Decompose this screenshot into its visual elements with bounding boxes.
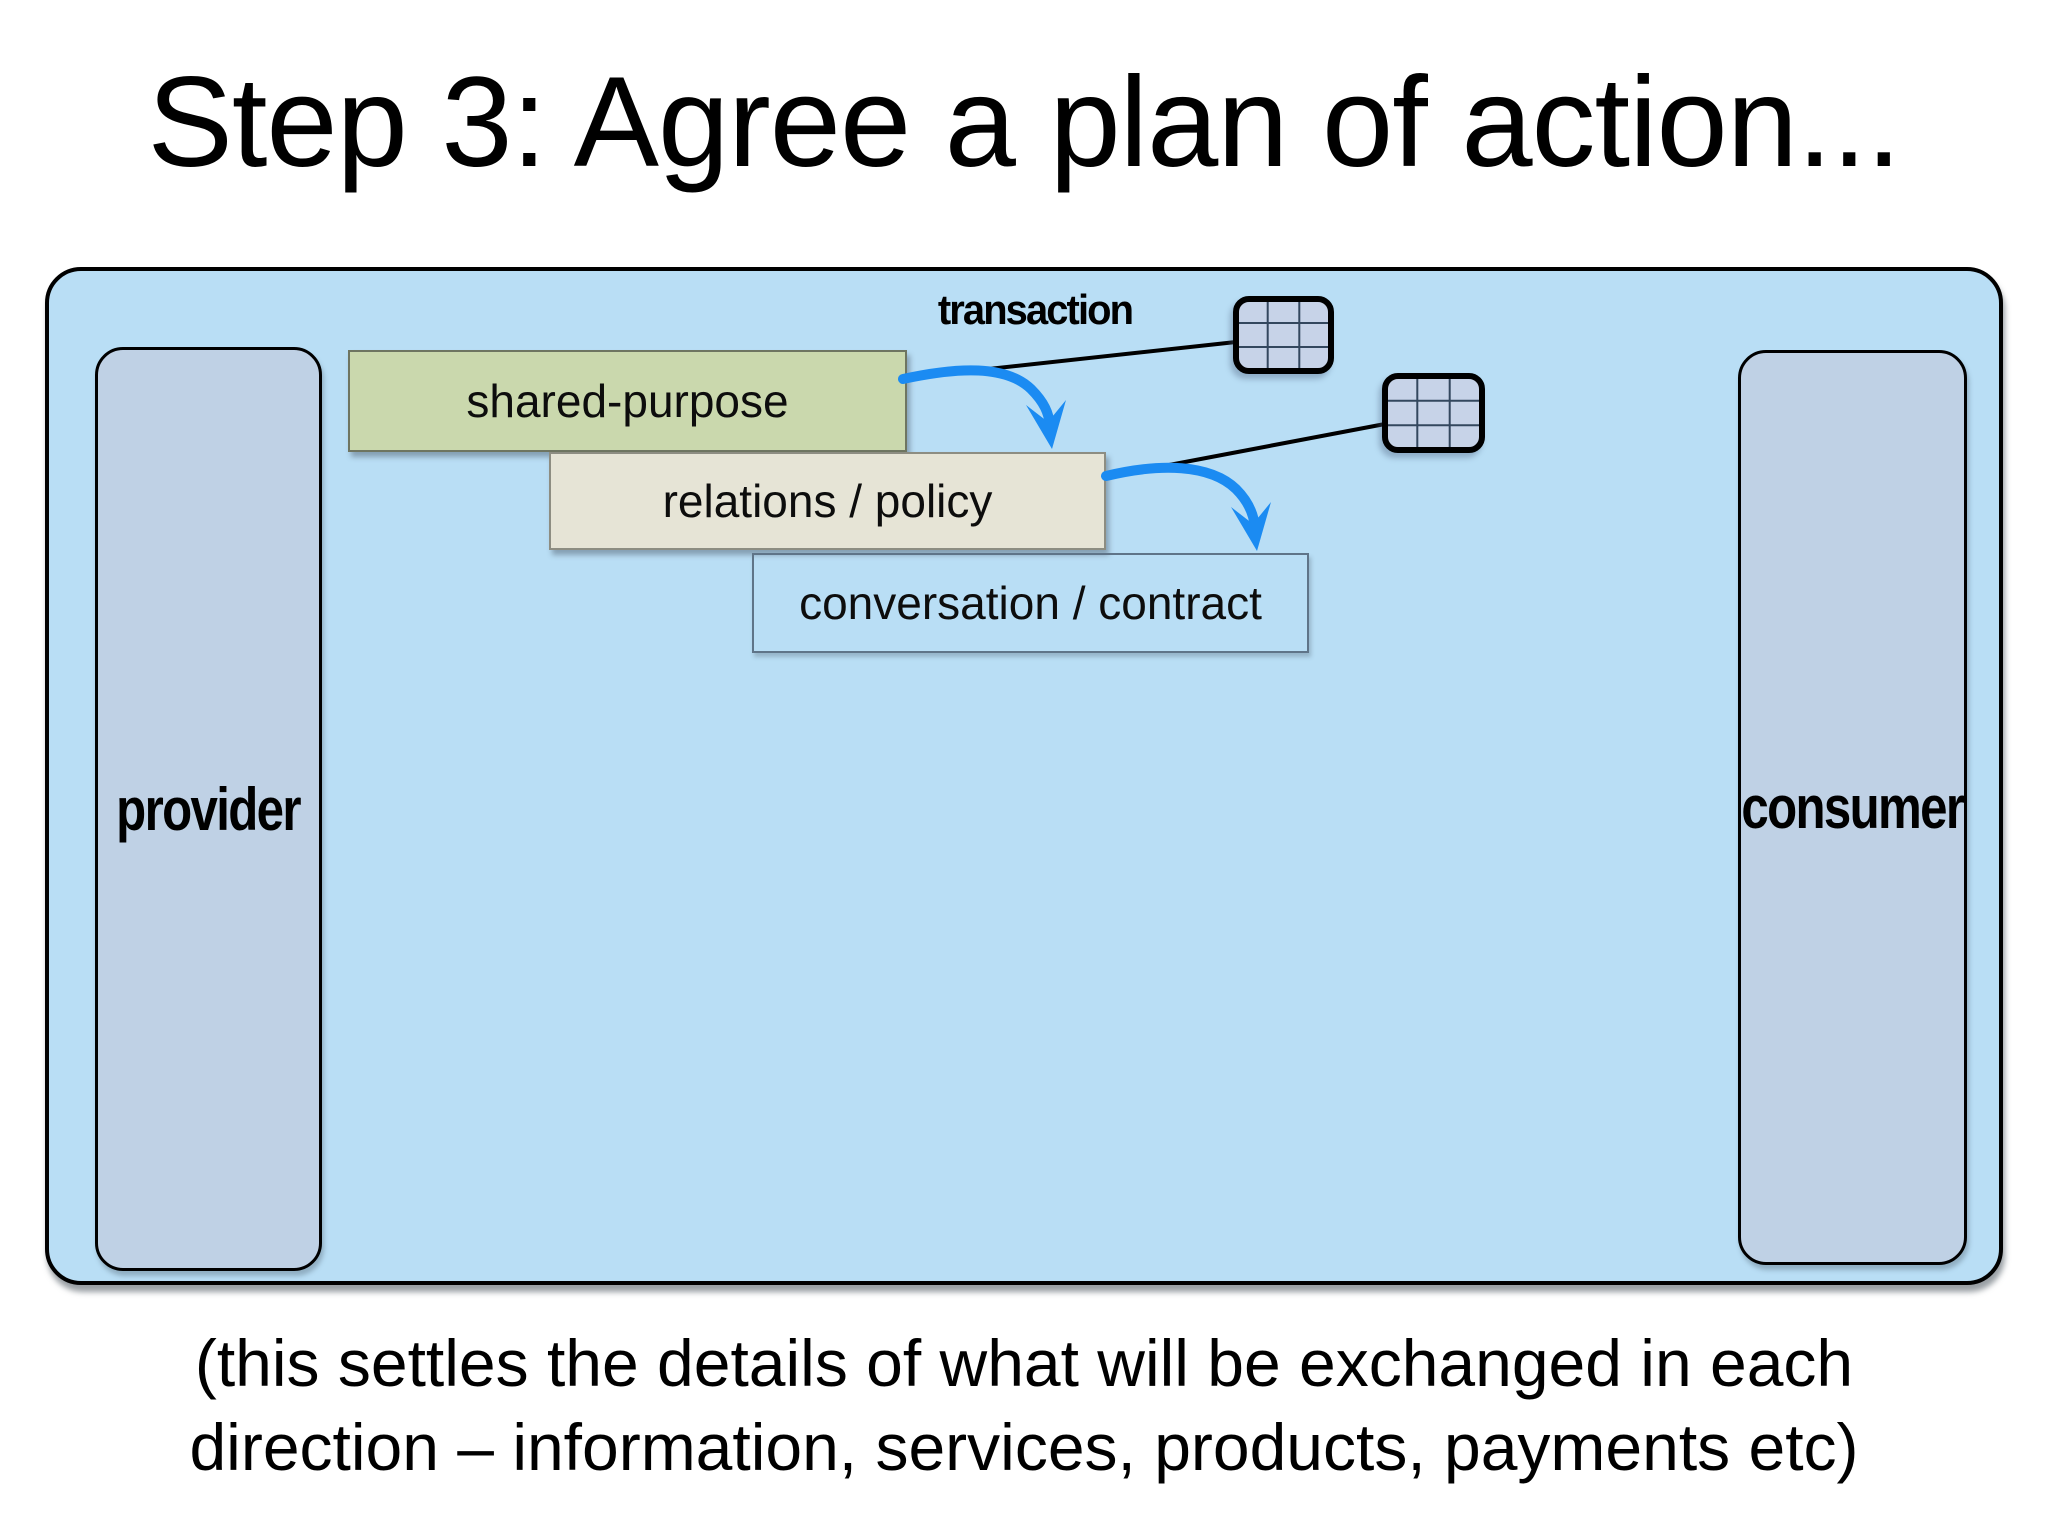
transaction-table-icon-1: [1233, 296, 1334, 374]
transaction-table-icon-2: [1382, 373, 1485, 453]
provider-label: provider: [116, 775, 302, 843]
conversation-contract-label: conversation / contract: [799, 577, 1262, 629]
slide-caption: (this settles the details of what will b…: [0, 1322, 2048, 1490]
conversation-contract-box: conversation / contract: [752, 553, 1309, 653]
shared-purpose-label: shared-purpose: [466, 375, 789, 427]
caption-line-2: direction – information, services, produ…: [189, 1409, 1859, 1484]
consumer-label: consumer: [1741, 774, 1965, 841]
provider-box: provider: [95, 347, 322, 1271]
page-title: Step 3: Agree a plan of action...: [147, 51, 1901, 194]
caption-line-1: (this settles the details of what will b…: [194, 1326, 1854, 1400]
interaction-stage: [45, 267, 2003, 1285]
consumer-box: consumer: [1738, 350, 1967, 1265]
transaction-label: transaction: [937, 286, 1134, 333]
relations-policy-label: relations / policy: [662, 475, 993, 527]
shared-purpose-box: shared-purpose: [348, 350, 907, 452]
relations-policy-box: relations / policy: [549, 452, 1106, 550]
